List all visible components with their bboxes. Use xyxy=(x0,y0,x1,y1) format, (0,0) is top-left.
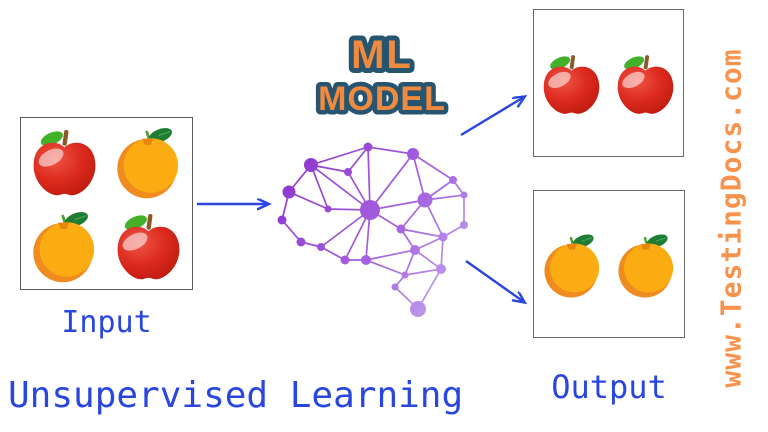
watermark-testingdocs: www.TestingDocs.com xyxy=(714,48,748,388)
input-box xyxy=(20,117,193,290)
input-label: Input xyxy=(61,305,152,340)
logo-line-ml: ML xyxy=(351,33,413,77)
output-box-apples xyxy=(533,9,684,157)
ml-model-logo: ML MODEL xyxy=(314,28,450,122)
orange-icon xyxy=(611,229,682,300)
orange-icon xyxy=(537,229,608,300)
caption-unsupervised-learning: Unsupervised Learning xyxy=(8,375,464,416)
orange-icon xyxy=(109,122,188,201)
orange-icon xyxy=(25,206,104,285)
apple-icon xyxy=(610,48,681,119)
logo-line-model: MODEL xyxy=(318,80,446,118)
brain-edges xyxy=(281,146,465,310)
brain-nodes xyxy=(277,142,468,317)
apple-icon xyxy=(536,48,607,119)
apple-icon xyxy=(109,206,188,285)
apple-icon xyxy=(25,122,104,201)
brain-network-icon xyxy=(277,142,468,317)
output-box-oranges xyxy=(533,190,685,338)
output-label: Output xyxy=(551,368,667,406)
